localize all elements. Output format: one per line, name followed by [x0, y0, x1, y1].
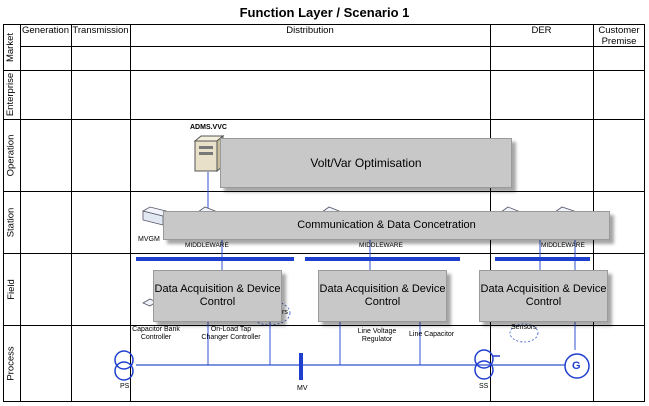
mvgm-label: MVGM: [138, 236, 160, 243]
line-capacitor-label: Line Capacitor: [409, 331, 455, 338]
sensor-ellipse: [509, 323, 539, 343]
mv-label: MV: [297, 385, 308, 392]
column-header-distribution: Distribution: [286, 25, 334, 36]
sensors-partial-label: rs: [282, 309, 288, 316]
column-header-customer-premise: Customer Premise: [598, 25, 640, 47]
function-data-acquisition-2: Data Acquisition & Device Control: [318, 270, 447, 322]
middleware-label-2: MIDDLEWARE: [359, 242, 403, 249]
column-header-transmission: Transmission: [72, 25, 129, 36]
oltc-controller-label: On-Load Tap Changer Controller: [201, 326, 261, 341]
sensors-label: Sensors: [511, 324, 537, 331]
function-data-acquisition-3: Data Acquisition & Device Control: [479, 270, 608, 322]
middleware-label-3: MIDDLEWARE: [541, 242, 585, 249]
adms-label: ADMS.VVC: [190, 124, 227, 131]
ss-label: SS: [479, 383, 489, 390]
function-volt-var-optimisation: Volt/Var Optimisation: [220, 138, 512, 188]
line-voltage-regulator-label: Line Voltage Regulator: [357, 328, 397, 343]
ss-transformer-icon: [474, 349, 494, 380]
diagram-title: Function Layer / Scenario 1: [239, 5, 410, 20]
function-communication-data-concentration: Communication & Data Concetration: [163, 211, 610, 240]
function-data-acquisition-1: Data Acquisition & Device Control: [153, 270, 282, 322]
column-header-generation: Generation: [21, 25, 69, 36]
generator-icon: [564, 353, 590, 379]
capacitor-bank-controller-label: Capacitor Bank Controller: [132, 326, 180, 341]
server-icon: [193, 134, 225, 173]
generator-label: G: [572, 360, 581, 372]
ps-transformer-icon: [114, 350, 134, 381]
ps-label: PS: [120, 383, 130, 390]
column-header-der: DER: [531, 25, 552, 36]
middleware-label-1: MIDDLEWARE: [185, 242, 229, 249]
